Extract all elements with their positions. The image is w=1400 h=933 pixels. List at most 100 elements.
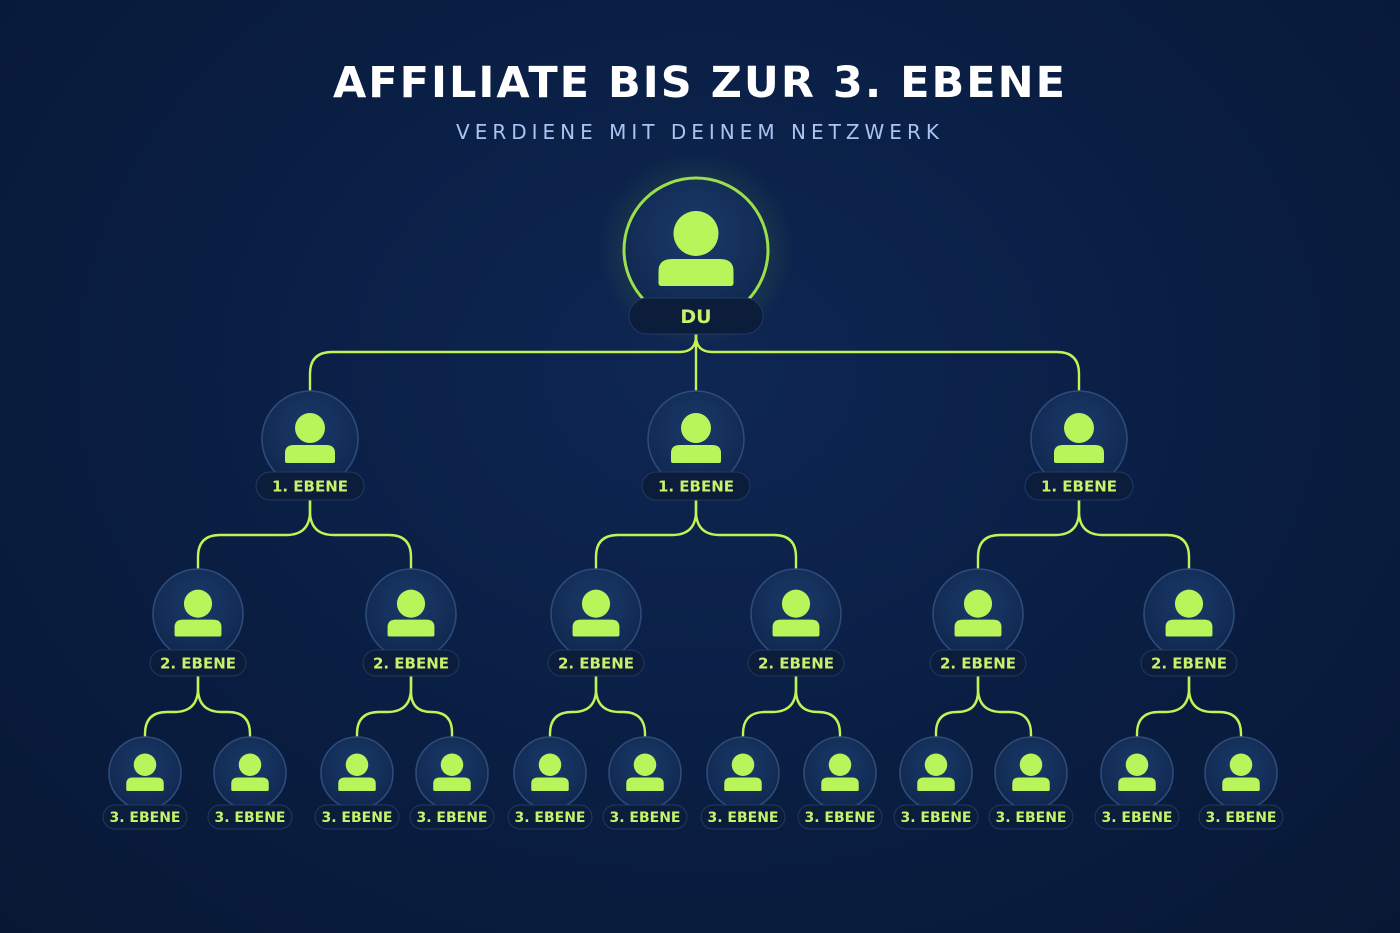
page-title: AFFILIATE BIS ZUR 3. EBENE: [332, 58, 1068, 108]
node-label: 3. EBENE: [1205, 810, 1276, 826]
node-level-3: 3. EBENE: [1198, 736, 1284, 830]
connector-line: [934, 674, 980, 739]
node-label-pill: [102, 804, 188, 830]
node-level-3: 3. EBENE: [507, 736, 593, 830]
node-label: 3. EBENE: [1101, 810, 1172, 826]
node-label: 3. EBENE: [995, 810, 1066, 826]
node-label-pill: [641, 471, 751, 501]
node-level-3: 3. EBENE: [207, 736, 293, 830]
connector-line: [548, 674, 598, 739]
node-label: 2. EBENE: [558, 654, 634, 672]
node-level-2: 2. EBENE: [149, 568, 247, 677]
connector-line: [694, 498, 798, 571]
connector-line: [308, 498, 413, 571]
node-label-pill: [314, 804, 400, 830]
node-level-1: 1. EBENE: [1024, 390, 1134, 501]
node-label: 1. EBENE: [658, 477, 734, 495]
node-label-pill: [547, 649, 645, 677]
person-icon: [338, 753, 376, 791]
node-label-pill: [255, 471, 365, 501]
connector-line: [594, 498, 698, 571]
connector-line: [694, 332, 1081, 393]
node-label-pill: [893, 804, 979, 830]
connector-line: [355, 674, 413, 739]
node-label-pill: [1024, 471, 1134, 501]
connector-line: [409, 674, 454, 739]
node-label-pill: [929, 649, 1027, 677]
person-icon: [1222, 753, 1260, 791]
node-label: 3. EBENE: [804, 810, 875, 826]
node-label-pill: [362, 649, 460, 677]
person-icon: [658, 211, 734, 286]
node-label-pill: [628, 297, 764, 335]
connector-line: [741, 674, 798, 739]
node-level-3: 3. EBENE: [1094, 736, 1180, 830]
node-label: 3. EBENE: [321, 810, 392, 826]
node-label-pill: [1094, 804, 1180, 830]
connector-line: [196, 498, 312, 571]
connector-line: [196, 674, 252, 739]
node-label-pill: [207, 804, 293, 830]
node-level-2: 2. EBENE: [547, 568, 645, 677]
node-level-3: 3. EBENE: [314, 736, 400, 830]
person-icon: [1012, 753, 1050, 791]
node-label: 3. EBENE: [707, 810, 778, 826]
connector-line: [594, 674, 647, 739]
node-level-3: 3. EBENE: [893, 736, 979, 830]
connector-line: [1135, 674, 1191, 739]
connector-line: [976, 498, 1081, 571]
node-label: 2. EBENE: [373, 654, 449, 672]
node-level-3: 3. EBENE: [102, 736, 188, 830]
node-label: 2. EBENE: [160, 654, 236, 672]
node-label-pill: [988, 804, 1074, 830]
person-icon: [954, 589, 1002, 637]
node-label: 2. EBENE: [940, 654, 1016, 672]
person-icon: [821, 753, 859, 791]
connector-line: [794, 674, 842, 739]
node-label-pill: [409, 804, 495, 830]
node-level-2: 2. EBENE: [1140, 568, 1238, 677]
person-icon: [1118, 753, 1156, 791]
node-label: 1. EBENE: [1041, 477, 1117, 495]
tree-connectors: [143, 332, 1243, 739]
node-label: 2. EBENE: [758, 654, 834, 672]
node-level-1: 1. EBENE: [255, 390, 365, 501]
node-label: 1. EBENE: [272, 477, 348, 495]
node-level-3: 3. EBENE: [602, 736, 688, 830]
node-level-3: 3. EBENE: [700, 736, 786, 830]
person-icon: [433, 753, 471, 791]
page-subtitle: VERDIENE MIT DEINEM NETZWERK: [456, 120, 944, 144]
tree-nodes: DU 1. EBENE 1. EBENE 1. EBENE 2. EBENE 2. EBE…: [102, 152, 1284, 830]
node-label: 3. EBENE: [514, 810, 585, 826]
node-level-3: 3. EBENE: [797, 736, 883, 830]
node-level-2: 2. EBENE: [929, 568, 1027, 677]
node-label: 2. EBENE: [1151, 654, 1227, 672]
node-label-pill: [602, 804, 688, 830]
node-label-pill: [149, 649, 247, 677]
person-icon: [1054, 413, 1104, 463]
person-icon: [671, 413, 721, 463]
person-icon: [126, 753, 164, 791]
node-label-pill: [797, 804, 883, 830]
node-level-1: 1. EBENE: [641, 390, 751, 501]
node-label: DU: [680, 306, 711, 328]
node-label-pill: [747, 649, 845, 677]
person-icon: [626, 753, 664, 791]
person-icon: [387, 589, 435, 637]
node-label: 3. EBENE: [609, 810, 680, 826]
node-label-pill: [1140, 649, 1238, 677]
node-root: DU: [598, 152, 794, 348]
person-icon: [572, 589, 620, 637]
node-level-3: 3. EBENE: [988, 736, 1074, 830]
connector-line: [143, 674, 200, 739]
node-label: 3. EBENE: [109, 810, 180, 826]
person-icon: [724, 753, 762, 791]
person-icon: [231, 753, 269, 791]
person-icon: [174, 589, 222, 637]
node-label-pill: [507, 804, 593, 830]
connector-line: [1187, 674, 1243, 739]
node-label: 3. EBENE: [900, 810, 971, 826]
person-icon: [285, 413, 335, 463]
person-icon: [531, 753, 569, 791]
